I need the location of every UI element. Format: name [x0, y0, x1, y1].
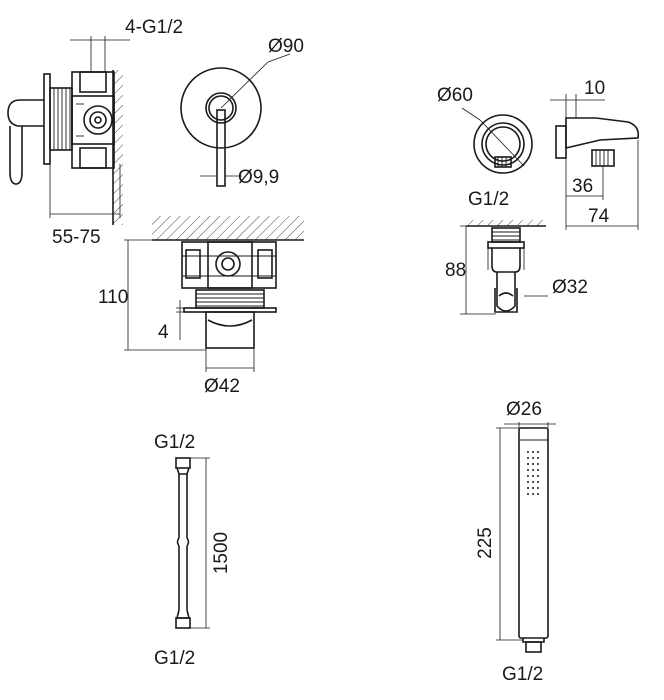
sleeve-diameter-label: Ø42 [204, 376, 240, 397]
elbow-diameter-label: Ø60 [437, 85, 473, 106]
elbow-projection-label: 10 [584, 78, 605, 99]
hose-view: G1/2 G1/2 1500 [154, 432, 232, 669]
hose-length-label: 1500 [211, 532, 232, 574]
holder-height-label: 88 [445, 260, 466, 281]
hose-top-thread-label: G1/2 [154, 432, 195, 453]
holder-diameter-label: Ø32 [552, 277, 588, 298]
elbow-depth-label: 36 [572, 176, 593, 197]
valve-top-view: 110 4 Ø42 [98, 216, 304, 397]
elbow-thread-label: G1/2 [468, 189, 509, 210]
lever-diameter-label: Ø9,9 [238, 167, 279, 188]
body-height-label: 110 [98, 287, 128, 308]
elbow-total-label: 74 [588, 206, 610, 227]
thread-offset-label: 4 [158, 322, 169, 343]
head-diameter-label: Ø26 [506, 399, 542, 420]
valve-side-view: 4-G1/2 55-75 [7, 17, 183, 248]
plate-diameter-label: Ø90 [268, 36, 304, 57]
valve-front-view: Ø90 Ø9,9 [180, 36, 304, 188]
head-view: G1/2 Ø26 225 [475, 399, 556, 685]
holder-view: 88 Ø32 [445, 220, 588, 315]
head-thread-label: G1/2 [502, 664, 543, 685]
valve-outlets-label: 4-G1/2 [125, 17, 183, 38]
elbow-front-view: Ø60 G1/2 [437, 85, 533, 210]
head-nozzles [527, 451, 539, 495]
thread-lines [53, 88, 71, 150]
depth-range-label: 55-75 [52, 227, 101, 248]
elbow-side-view: 10 36 74 [550, 78, 640, 230]
head-length-label: 225 [475, 527, 496, 559]
hose-bottom-thread-label: G1/2 [154, 648, 195, 669]
